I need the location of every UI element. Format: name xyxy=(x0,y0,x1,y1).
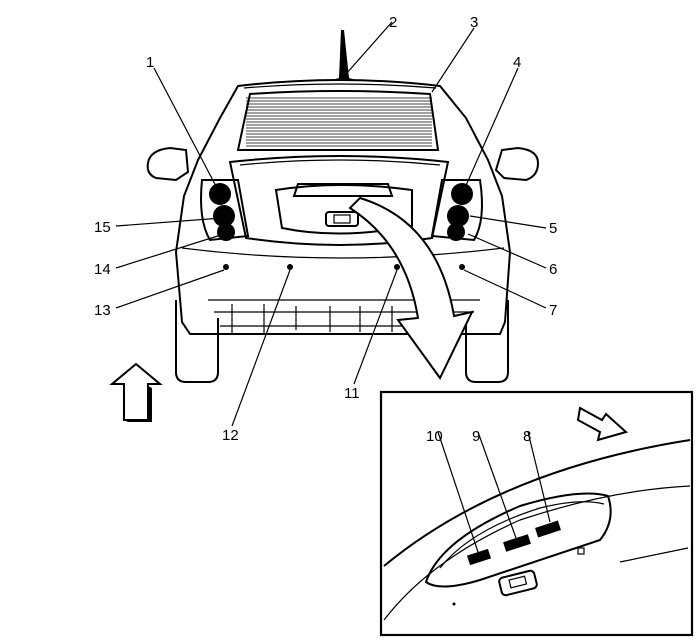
left-mirror xyxy=(146,146,190,182)
up-arrow-icon xyxy=(109,362,163,421)
left-tail-lamp xyxy=(200,179,250,242)
detail-license-lamp xyxy=(498,569,538,597)
callout-8: 8 xyxy=(523,428,531,445)
callout-2: 2 xyxy=(389,14,397,31)
callout-7: 7 xyxy=(549,302,557,319)
trunk-release-handle xyxy=(292,183,394,197)
right-rear-tire xyxy=(465,300,509,383)
callout-12: 12 xyxy=(222,427,239,444)
diagonal-arrow-icon xyxy=(576,406,629,442)
callout-labels: 1 2 3 4 5 6 7 8 9 10 11 12 13 14 15 xyxy=(94,14,557,445)
window-defroster-lines xyxy=(246,97,432,147)
right-tail-lamp xyxy=(430,179,483,242)
curved-arrow-icon xyxy=(348,196,474,380)
detail-inset xyxy=(379,390,694,637)
sensor-left-inner xyxy=(287,264,293,270)
callout-3: 3 xyxy=(470,14,478,31)
sensor-left-outer xyxy=(223,264,229,270)
detail-license-recess xyxy=(424,492,612,588)
callout-10: 10 xyxy=(426,428,443,445)
rear-window xyxy=(236,90,440,151)
detail-inset-frame xyxy=(379,390,694,637)
sensor-right-inner xyxy=(394,264,400,270)
license-lamp xyxy=(325,211,359,227)
vehicle-rear-view xyxy=(146,30,540,383)
leader-lines xyxy=(115,21,551,553)
right-mirror xyxy=(494,146,540,182)
detail-switch-8 xyxy=(535,520,561,538)
callout-9: 9 xyxy=(472,428,480,445)
trunk-lid xyxy=(228,155,450,246)
left-rear-tire xyxy=(175,300,219,383)
callout-13: 13 xyxy=(94,302,111,319)
callout-5: 5 xyxy=(549,220,557,237)
callout-14: 14 xyxy=(94,261,111,278)
detail-switch-10 xyxy=(466,548,492,566)
callout-6: 6 xyxy=(549,261,557,278)
antenna xyxy=(332,30,356,80)
callout-1: 1 xyxy=(146,54,154,71)
callout-15: 15 xyxy=(94,219,111,236)
callout-4: 4 xyxy=(513,54,521,71)
callout-11: 11 xyxy=(344,385,360,402)
sensor-right-outer xyxy=(459,264,465,270)
vehicle-body xyxy=(174,79,512,335)
detail-switch-9 xyxy=(503,534,531,552)
license-plate-area xyxy=(274,184,413,235)
